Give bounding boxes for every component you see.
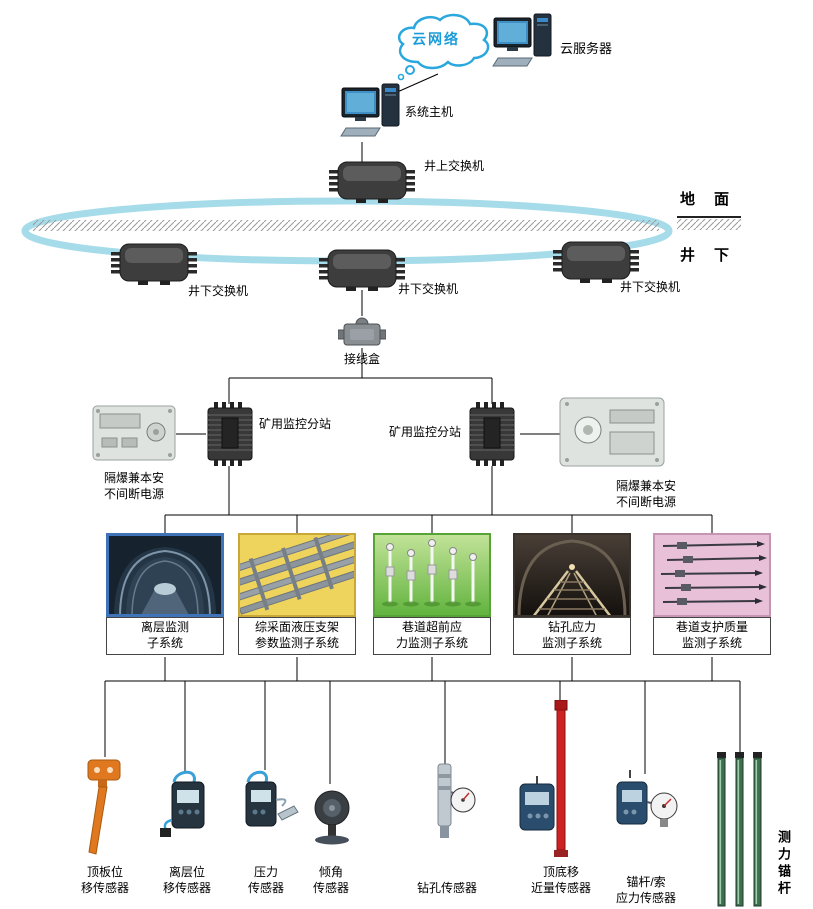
sensor-label-separation-displacement: 离层位 移传感器 <box>162 865 211 896</box>
monitor-station-left-icon <box>204 402 256 471</box>
borehole-sensor-icon <box>420 762 476 867</box>
cloud-server-label: 云服务器 <box>560 41 613 56</box>
subsystem-image-hydraulic-icon <box>238 533 356 617</box>
surface-switch-icon <box>326 156 418 211</box>
surface-switch-label: 井上交换机 <box>424 159 485 173</box>
separation-displacement-sensor-icon <box>158 768 216 853</box>
sensor-label-anchor-stress: 锚杆/索 应力传感器 <box>615 875 676 906</box>
subsystem-label-support-quality: 巷道支护质量 监测子系统 <box>653 617 771 655</box>
subsystem-label-separation-monitoring: 离层监测 子系统 <box>106 617 224 655</box>
subsystem-label-advance-stress: 巷道超前应 力监测子系统 <box>373 617 491 655</box>
sensor-label-roof-displacement: 顶板位 移传感器 <box>80 865 129 896</box>
ground-label: 地 面 <box>680 191 732 208</box>
convergence-sensor-box-icon <box>516 776 558 841</box>
subsystem-image-anchor-tools-icon <box>653 533 771 617</box>
subsystem-card-separation-monitoring: 离层监测 子系统 <box>106 533 224 655</box>
subsystem-card-advance-stress: 巷道超前应 力监测子系统 <box>373 533 491 655</box>
underground-switch-icon-1 <box>108 238 200 293</box>
cloud-icon <box>390 10 498 87</box>
sensor-label-tilt: 倾角 传感器 <box>312 865 349 896</box>
underground-switch-label-1: 井下交换机 <box>188 284 249 298</box>
ground-hatch-band <box>33 220 659 231</box>
underground-switch-icon-3 <box>550 236 642 291</box>
force-bolt-label: 测力锚杆 <box>776 830 791 898</box>
underground-switch-icon-2 <box>316 244 408 299</box>
ups-left-icon <box>92 402 176 469</box>
convergence-sensor-pole-icon <box>554 699 568 863</box>
tilt-sensor-icon <box>310 782 354 853</box>
system-host-icon <box>340 82 404 149</box>
junction-box-label: 接线盒 <box>344 352 381 366</box>
system-host-label: 系统主机 <box>405 105 454 119</box>
ups-right-label: 隔爆兼本安 不间断电源 <box>615 479 676 510</box>
subsystem-image-tunnel-icon <box>106 533 224 617</box>
subsystem-image-stress-meters-icon <box>373 533 491 617</box>
monitor-station-right-icon <box>466 402 518 471</box>
monitor-station-left-label: 矿用监控分站 <box>259 417 332 431</box>
sensor-label-convergence: 顶底移 近量传感器 <box>530 865 591 896</box>
subsystem-card-support-quality: 巷道支护质量 监测子系统 <box>653 533 771 655</box>
sensor-label-pressure: 压力 传感器 <box>247 865 284 896</box>
cloud-server-icon <box>492 12 556 79</box>
monitor-station-right-label: 矿用监控分站 <box>389 425 462 439</box>
force-bolt-rods-icon <box>714 752 766 909</box>
anchor-stress-sensor-icon <box>613 770 679 847</box>
underground-label: 井 下 <box>680 247 732 264</box>
cloud-network-label: 云网络 <box>412 31 460 47</box>
underground-switch-label-3: 井下交换机 <box>620 280 681 294</box>
underground-switch-label-2: 井下交换机 <box>398 282 459 296</box>
subsystem-card-borehole-stress: 钻孔应力 监测子系统 <box>513 533 631 655</box>
subsystem-label-hydraulic-support: 综采面液压支架 参数监测子系统 <box>238 617 356 655</box>
junction-box-icon <box>337 314 387 353</box>
pressure-sensor-icon <box>236 766 300 853</box>
sensor-label-borehole: 钻孔传感器 <box>416 881 477 895</box>
subsystem-label-borehole-stress: 钻孔应力 监测子系统 <box>513 617 631 655</box>
roof-displacement-sensor-icon <box>80 754 130 867</box>
ups-left-label: 隔爆兼本安 不间断电源 <box>103 471 164 502</box>
ups-right-icon <box>558 392 666 477</box>
subsystem-card-hydraulic-support: 综采面液压支架 参数监测子系统 <box>238 533 356 655</box>
subsystem-image-mine-tunnel-icon <box>513 533 631 617</box>
ground-hatch-right <box>677 219 741 230</box>
